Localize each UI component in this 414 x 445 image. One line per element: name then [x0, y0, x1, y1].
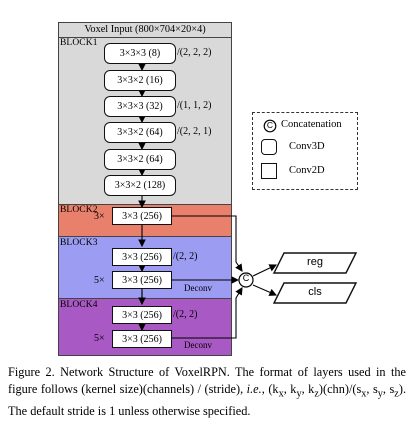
legend: C Concatenation Conv3D Conv2D [252, 112, 358, 190]
block2-multiplier: 3× [94, 211, 105, 222]
input-title-divider [58, 37, 232, 38]
conv2d-legend-icon [261, 163, 277, 179]
concat-legend-label: Concatenation [281, 119, 342, 130]
concat-legend-icon [263, 119, 277, 133]
caption-sub-x: x [278, 388, 284, 400]
concat-symbol: C [242, 273, 250, 283]
block1-layer-2: 3×3×2 (16) [104, 70, 176, 91]
block3-layer-1: 3×3 (256) [112, 248, 172, 266]
caption-formula-mid: , ky, kz)(chn)/(sx, sy, sz [283, 381, 399, 400]
block3-layer-2: 3×3 (256) [112, 271, 172, 289]
block3-deconv-label: Deconv [184, 283, 212, 293]
block4-layer-2: 3×3 (256) [112, 330, 172, 348]
block1-layer-5: 3×3×2 (64) [104, 149, 176, 170]
block2-layer: 3×3 (256) [112, 207, 172, 225]
block1-layer-4-stride: /(2, 2, 1) [177, 126, 212, 137]
cls-output-shape [272, 282, 358, 304]
block4-multiplier: 5× [94, 333, 105, 344]
conv3d-legend-label: Conv3D [289, 141, 325, 152]
block1-layer-3: 3×3×3 (32) [104, 96, 176, 117]
block4-layer-1: 3×3 (256) [112, 306, 172, 324]
block3-multiplier: 5× [94, 275, 105, 286]
block1-layer-1-stride: /(2, 2, 2) [177, 47, 212, 58]
block2-label: BLOCK2 [60, 205, 98, 215]
block1-layer-1: 3×3×3 (8) [104, 43, 176, 64]
block4-deconv-label: Deconv [184, 340, 212, 350]
block1-label: BLOCK1 [60, 38, 98, 48]
reg-output-shape [272, 252, 358, 274]
input-title: Voxel Input (800×704×20×4) [84, 24, 206, 35]
reg-output-label: reg [307, 256, 323, 268]
block3-label: BLOCK3 [60, 238, 98, 248]
block4-stride: /(2, 2) [173, 309, 198, 320]
block1-layer-3-stride: /(1, 1, 2) [177, 100, 212, 111]
caption-ie: i.e., [246, 381, 265, 396]
block3-stride: /(2, 2) [173, 251, 198, 262]
block1-layer-4: 3×3×2 (64) [104, 122, 176, 143]
block1-layer-6: 3×3×2 (128) [104, 175, 176, 196]
block4-label: BLOCK4 [60, 300, 98, 310]
caption-part-2: (k [268, 381, 279, 396]
conv2d-legend-label: Conv2D [289, 165, 325, 176]
concat-legend-symbol: C [266, 120, 274, 130]
caption-part-3: ). The default stride is 1 unless otherw… [8, 381, 407, 418]
caption-part-1: Figure 2. Network Structure of VoxelRPN.… [8, 365, 406, 396]
figure-caption: Figure 2. Network Structure of VoxelRPN.… [8, 364, 406, 419]
conv3d-legend-icon [261, 139, 277, 155]
cls-output-label: cls [308, 286, 322, 298]
